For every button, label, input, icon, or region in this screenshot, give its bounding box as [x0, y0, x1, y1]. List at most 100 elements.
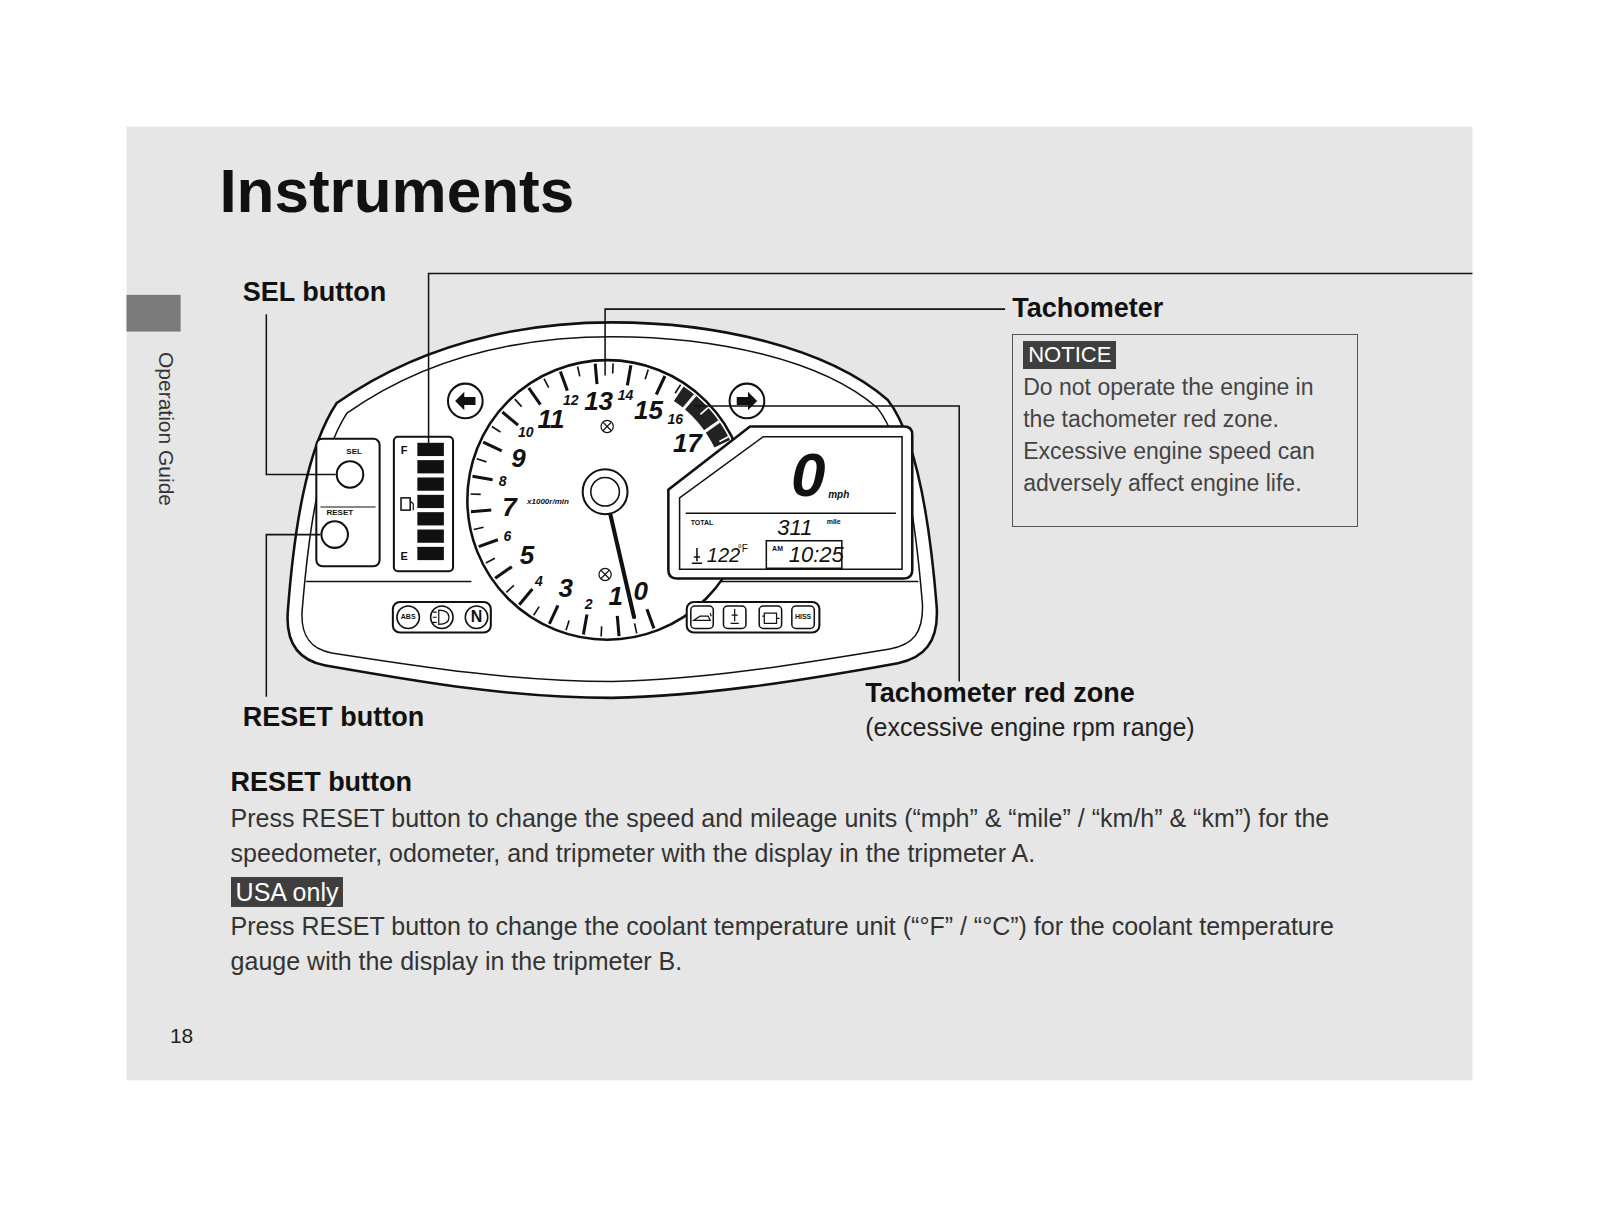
tachometer-number: 9 [511, 444, 525, 474]
tachometer-dial-part-part [645, 370, 648, 380]
callout-note: (excessive engine rpm range) [865, 713, 1194, 742]
tachometer-dial-part-part [627, 365, 631, 385]
indicator-text: ABS [401, 613, 416, 621]
tachometer-dial-part-part [682, 395, 695, 411]
tachometer-number: 6 [504, 528, 512, 544]
fuel-mark: E [400, 550, 407, 563]
tachometer-dial-part-part [506, 585, 514, 592]
tachometer-number: 10 [518, 424, 534, 440]
fuel-gauge-part-part [417, 443, 444, 456]
tachometer-dial-part-part [612, 363, 614, 373]
callout-label: RESET button [243, 703, 424, 734]
tachometer-dial-part-part [583, 614, 587, 634]
fuel-gauge-part-part [417, 495, 444, 508]
button-panel [316, 439, 379, 567]
indicator-text: HISS [795, 613, 811, 621]
leader-line-part [266, 535, 320, 697]
tachometer-number: 4 [535, 573, 543, 589]
indicator-lamps-part [397, 606, 419, 628]
tachometer-dial-part-part [600, 626, 602, 636]
tachometer-dial-part [601, 420, 613, 432]
tachometer-dial-part-part [471, 493, 481, 495]
button-panel-part [316, 439, 379, 567]
tachometer-dial-part [599, 568, 611, 580]
tachometer-dial-part-part [719, 437, 728, 442]
tachometer-dial-part-part [656, 376, 665, 394]
tachometer-number: 13 [584, 387, 613, 417]
turn-signal-indicator-part [730, 384, 765, 419]
region-tag: USA only [231, 877, 344, 907]
tachometer-dial-part-part [519, 589, 532, 605]
leader-line-part [694, 406, 959, 681]
indicator-lamps-part [731, 609, 739, 623]
odometer-readout: 311 [777, 516, 812, 541]
tachometer-dial-part-part [479, 540, 498, 547]
indicator-lamps-part [431, 606, 453, 628]
tag-text: NOTICE [1028, 341, 1111, 369]
section-heading: RESET button [231, 767, 412, 798]
tachometer-dial-part-part [483, 442, 501, 451]
page-panel [127, 127, 1473, 1081]
speed-unit: mph [828, 489, 849, 501]
tachometer-number: 15 [634, 396, 663, 426]
lcd-display-part [686, 512, 896, 514]
tachometer-dial-part-part [495, 567, 512, 579]
body-text: Press RESET button to change the coolant… [231, 909, 1351, 979]
tachometer-dial-part-part [472, 476, 492, 480]
tachometer-dial-part-part [549, 605, 558, 623]
lcd-display-part [680, 437, 902, 570]
odometer-label: TOTAL [691, 519, 714, 527]
tachometer-dial-part-part [578, 366, 580, 376]
fuel-gauge-part-part [417, 477, 444, 490]
callout-label: SEL button [243, 277, 386, 308]
cluster-housing-part [288, 322, 937, 697]
clock-readout: 10:25 [789, 542, 844, 567]
indicator-lamps-part [694, 613, 711, 620]
tachometer-dial-part-part [702, 422, 719, 434]
tachometer-dial-part-part [502, 412, 518, 425]
button-panel-part [321, 521, 348, 548]
tachometer-dial-part [601, 570, 609, 578]
lcd-display-part [668, 426, 912, 578]
indicator-lamps-part [723, 606, 745, 628]
lcd-display [668, 426, 912, 578]
odometer-unit: mile [827, 518, 841, 526]
callout-label: Tachometer [1012, 294, 1163, 325]
lcd-display-part [692, 548, 702, 563]
callout-label: Tachometer red zone [865, 678, 1135, 709]
side-tab-text: Operation Guide [154, 351, 178, 505]
temperature-unit: °F [738, 543, 748, 555]
tachometer-dial-part-part [595, 364, 597, 384]
fuel-gauge-part-part [417, 460, 444, 473]
fuel-gauge-part-part [417, 530, 444, 543]
tachometer-unit: x1000r/min [527, 497, 569, 506]
tachometer-dial-part-part [675, 385, 680, 394]
button-label: RESET [326, 509, 353, 518]
tachometer-number: 3 [559, 574, 573, 604]
tachometer-dial-part [591, 477, 620, 506]
clock-label: AM [772, 545, 783, 553]
indicator-text: N [471, 608, 483, 626]
indicator-lamps-part [687, 602, 820, 633]
leader-line-part [429, 273, 1473, 444]
fuel-gauge-part-part [417, 512, 444, 525]
fuel-mark: F [401, 444, 408, 457]
tachometer-dial-part [583, 469, 628, 514]
leader-line-part [266, 314, 335, 474]
page-number: 18 [170, 1023, 193, 1047]
turn-signal-indicator-part [455, 392, 475, 410]
cluster-housing-part [302, 337, 923, 682]
indicator-lamps-part [433, 610, 449, 624]
tachometer-dial-part-part [477, 459, 487, 462]
indicator-lamps-part [759, 606, 781, 628]
tachometer-dial-part-part [492, 426, 501, 431]
indicator-lamps-part [393, 602, 491, 633]
tachometer-dial-part-part [534, 607, 539, 616]
tachometer-dial-part-part [566, 621, 569, 631]
tachometer-number: 8 [499, 473, 507, 489]
tachometer-dial-part-part [647, 609, 654, 628]
page-title: Instruments [219, 155, 574, 226]
tachometer-dial-part-part [471, 510, 491, 512]
speed-readout: 0 [791, 440, 825, 511]
